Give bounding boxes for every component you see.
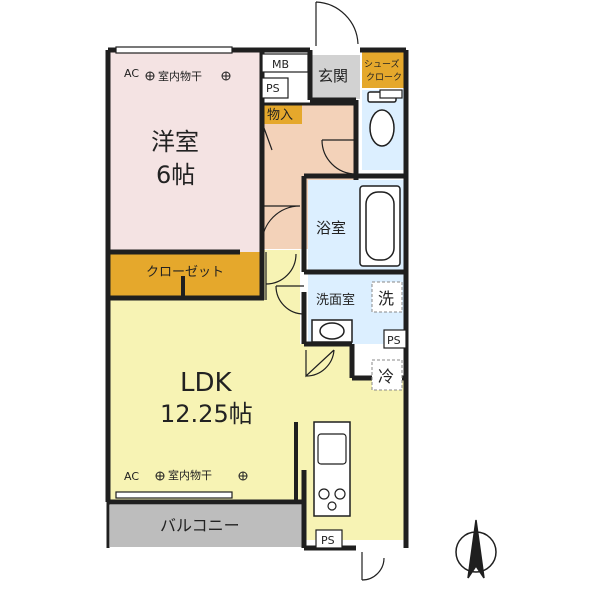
bathroom-label: 浴室 xyxy=(316,219,346,237)
north-arrow-icon xyxy=(455,519,497,579)
washroom-label: 洗面室 xyxy=(316,292,355,308)
ac-label-top: AC xyxy=(124,67,139,80)
washer-space xyxy=(371,281,403,313)
closet-label: クローゼット xyxy=(146,265,224,280)
toilet-icon xyxy=(367,91,397,147)
storage-label: 物入 xyxy=(267,108,293,123)
ps-boxes xyxy=(261,77,407,549)
closet-area xyxy=(110,252,262,296)
shoes-cloak-label-2: クローク xyxy=(366,72,402,83)
entrance-area xyxy=(312,55,360,99)
ac-label-bottom: AC xyxy=(124,470,139,483)
storage-area xyxy=(262,104,302,124)
mb-label: MB xyxy=(272,58,289,71)
fridge-label: 冷 xyxy=(378,367,394,386)
washer-label: 洗 xyxy=(378,289,394,308)
windows xyxy=(115,46,233,499)
western-room-area xyxy=(110,52,262,252)
ps-label-hall: PS xyxy=(266,82,280,95)
ps-label-balcony: PS xyxy=(321,534,335,547)
sink-icon xyxy=(317,433,347,465)
mb-box xyxy=(261,53,309,73)
western-room-name: 洋室 xyxy=(151,128,199,156)
ldk-name: LDK xyxy=(180,368,233,398)
mirror-shelf xyxy=(379,89,403,99)
indoor-drying-label-bottom: 室内物干 xyxy=(168,468,212,482)
washbasin-icon xyxy=(311,319,353,343)
balcony-label: バルコニー xyxy=(160,516,240,535)
doors xyxy=(261,1,385,581)
drying-hook-icons xyxy=(145,71,248,481)
balcony-area xyxy=(110,505,302,547)
shoes-cloak-area xyxy=(362,52,404,88)
fridge-space xyxy=(371,359,403,391)
entrance-label: 玄関 xyxy=(318,67,348,85)
ldk-size: 12.25帖 xyxy=(160,400,253,428)
bathtub-icon xyxy=(359,185,401,267)
shoes-cloak-label-1: シューズ xyxy=(364,58,400,70)
ps-label-wash: PS xyxy=(387,334,401,347)
western-room-size: 6帖 xyxy=(156,161,195,189)
stove-icon xyxy=(318,488,346,511)
indoor-drying-label-top: 室内物干 xyxy=(158,69,202,83)
